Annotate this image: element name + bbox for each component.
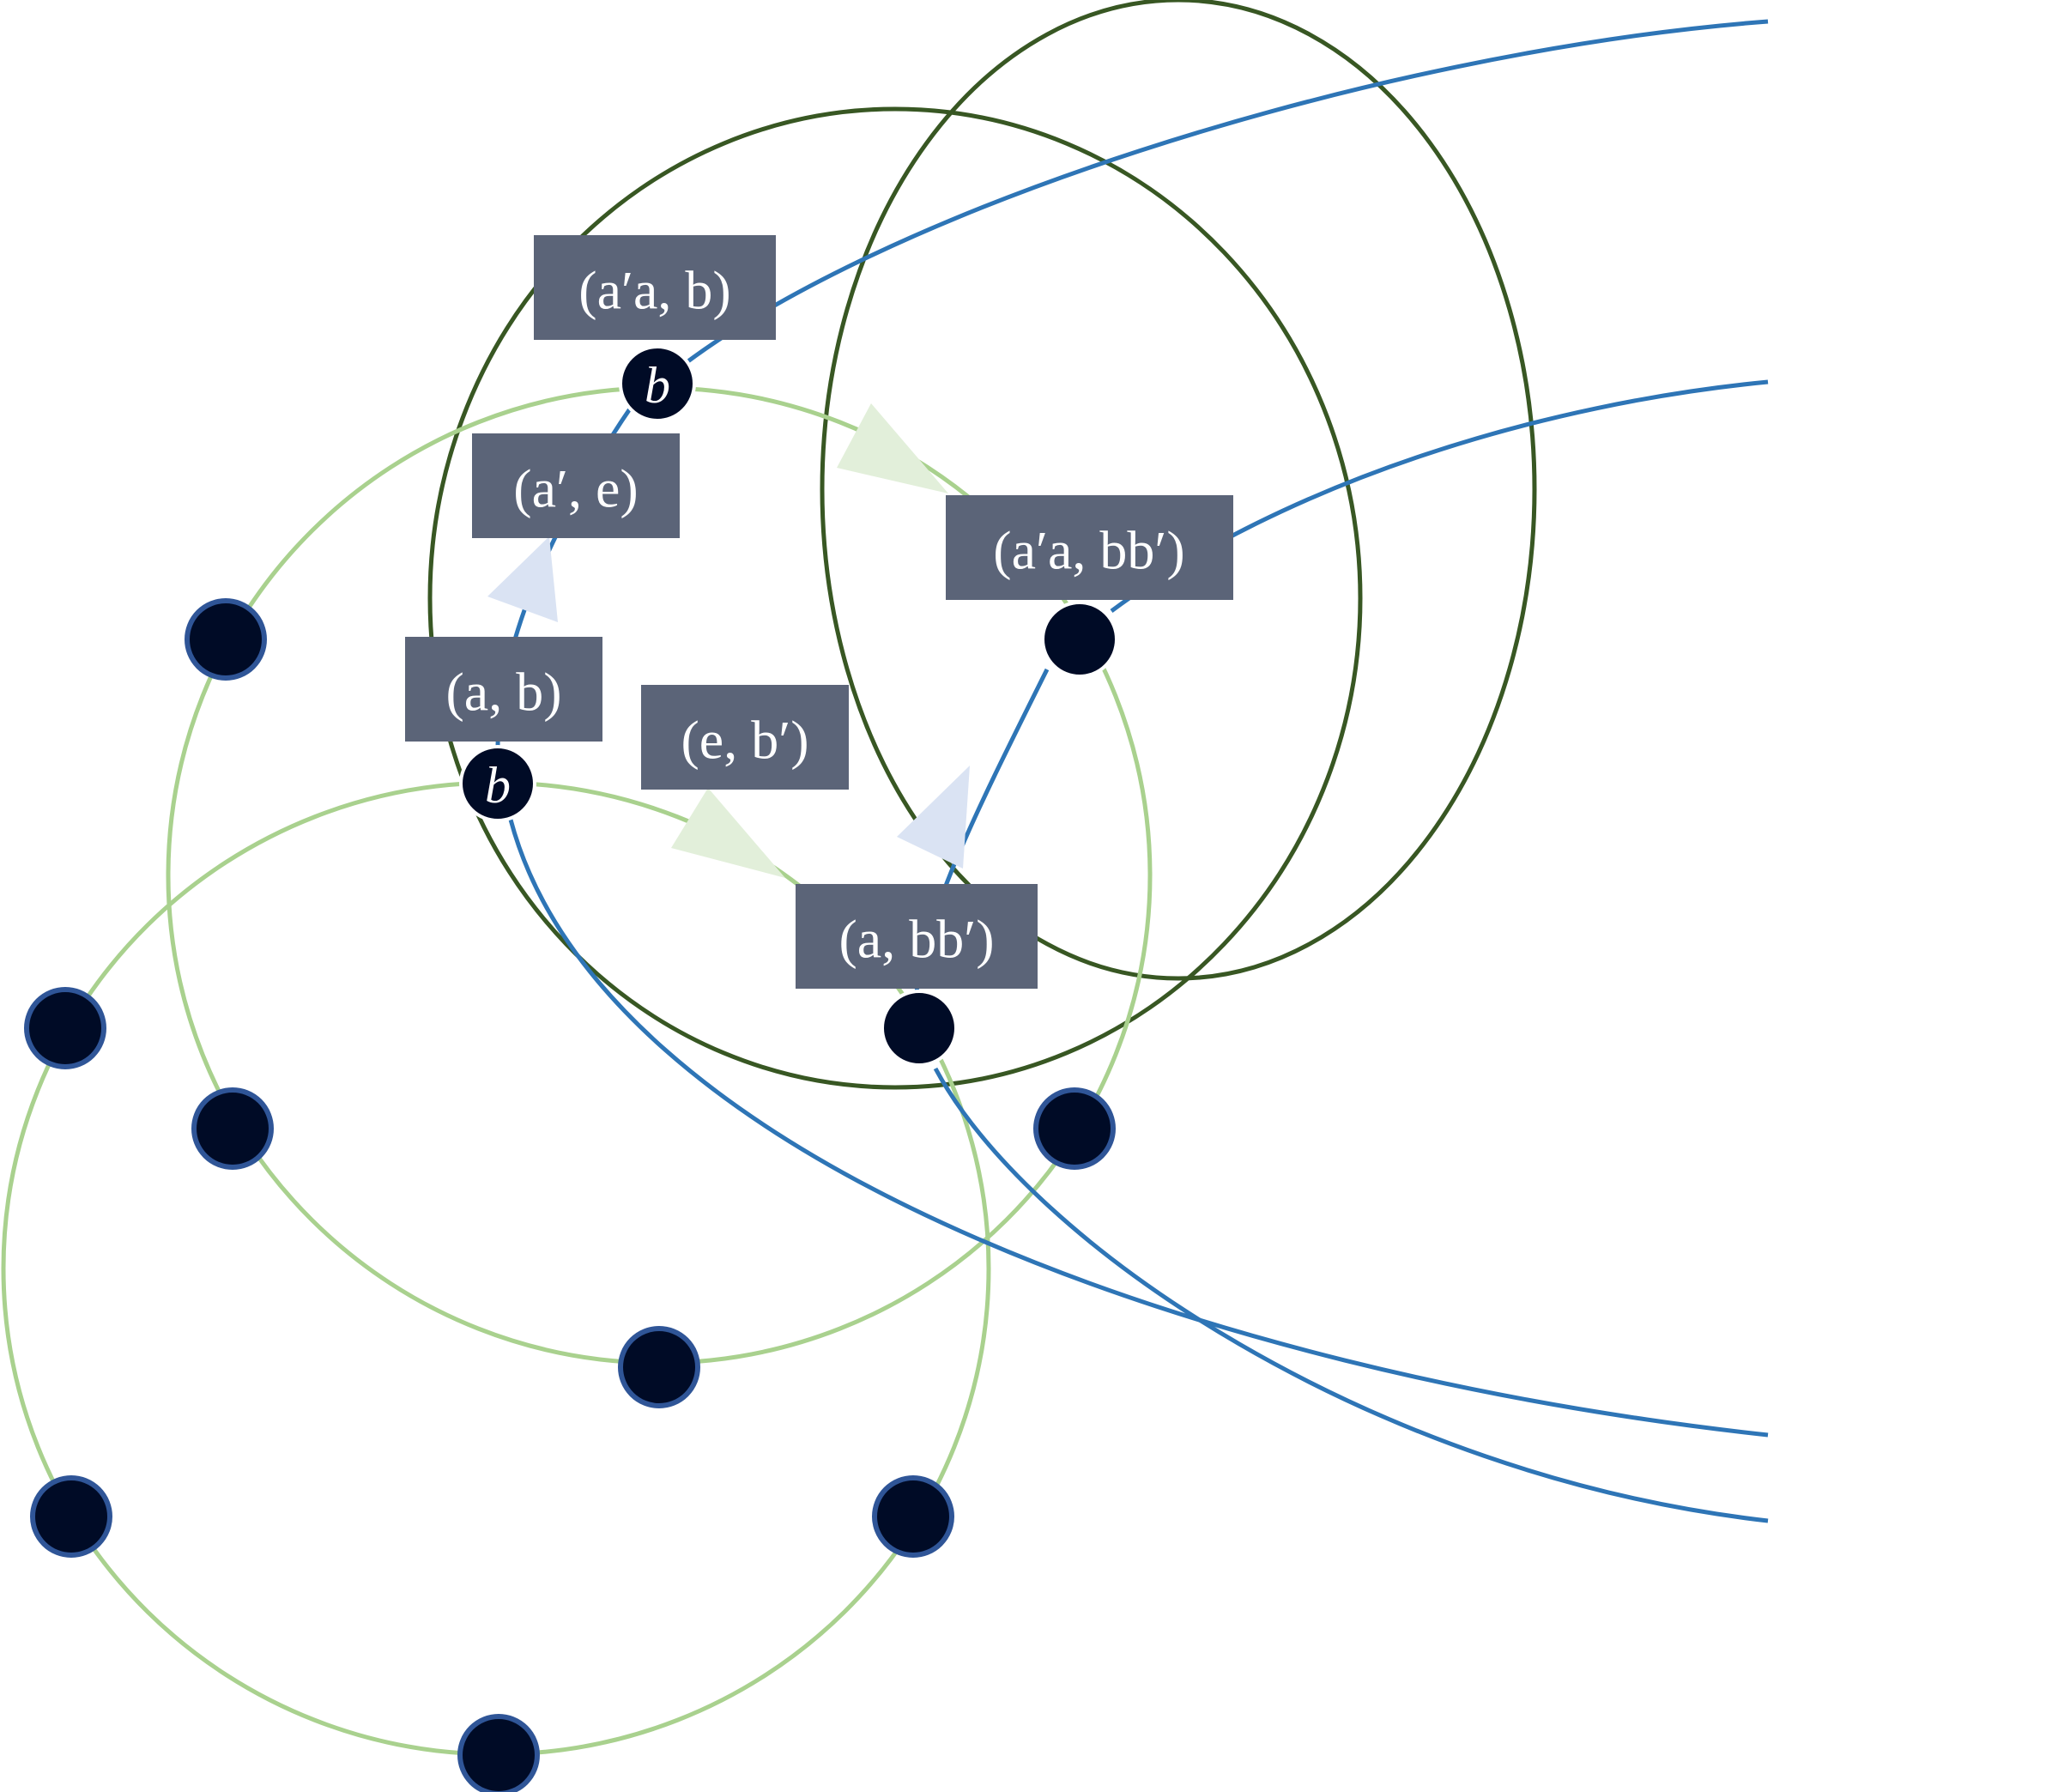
- orbit-node: [872, 1475, 954, 1558]
- node-top-b-label: b: [645, 357, 670, 414]
- blue-curve-bottom-right: [933, 1067, 1769, 1523]
- arrow-green-top: [837, 403, 948, 493]
- orbit-node: [1033, 1087, 1116, 1170]
- node-mid-b-label: b: [485, 757, 511, 814]
- node-a-bb-prime: [881, 990, 958, 1067]
- label-a-b: (a, b): [405, 637, 602, 742]
- node-a-prime-a-bb-prime: [1041, 601, 1118, 678]
- label-a-b-text: (a, b): [445, 662, 561, 723]
- label-a-prime-e: (a′, e): [472, 433, 680, 538]
- label-a-prime-a-b-text: (a′a, b): [578, 260, 730, 321]
- label-a-prime-a-b: (a′a, b): [534, 235, 776, 340]
- orbit-node: [30, 1475, 112, 1558]
- label-a-prime-e-text: (a′, e): [513, 458, 638, 519]
- dark-green-ellipse-left: [427, 106, 1363, 1090]
- label-a-prime-a-bb-prime-text: (a′a, bb′): [993, 520, 1184, 581]
- label-e-b-prime: (e, b′): [641, 685, 849, 790]
- arrow-green-mid: [671, 788, 785, 878]
- node-top-b: b: [619, 345, 696, 422]
- orbit-node: [618, 1326, 700, 1408]
- arrow-blue-right: [897, 766, 970, 869]
- dark-green-ellipse-right: [820, 0, 1537, 981]
- orbit-node: [457, 1714, 540, 1792]
- orbit-node: [185, 598, 267, 681]
- label-e-b-prime-text: (e, b′): [681, 710, 808, 771]
- label-a-prime-a-bb-prime: (a′a, bb′): [946, 495, 1233, 600]
- blue-curve-bottom-long: [508, 819, 1769, 1438]
- node-mid-b: b: [459, 745, 536, 822]
- blue-curve-top-long: [655, 19, 1769, 388]
- orbit-node: [24, 987, 106, 1069]
- arrow-blue-left: [487, 536, 558, 622]
- label-a-bb-prime: (a, bb′): [796, 884, 1038, 989]
- label-a-bb-prime-text: (a, bb′): [838, 909, 994, 970]
- orbit-node: [191, 1087, 274, 1170]
